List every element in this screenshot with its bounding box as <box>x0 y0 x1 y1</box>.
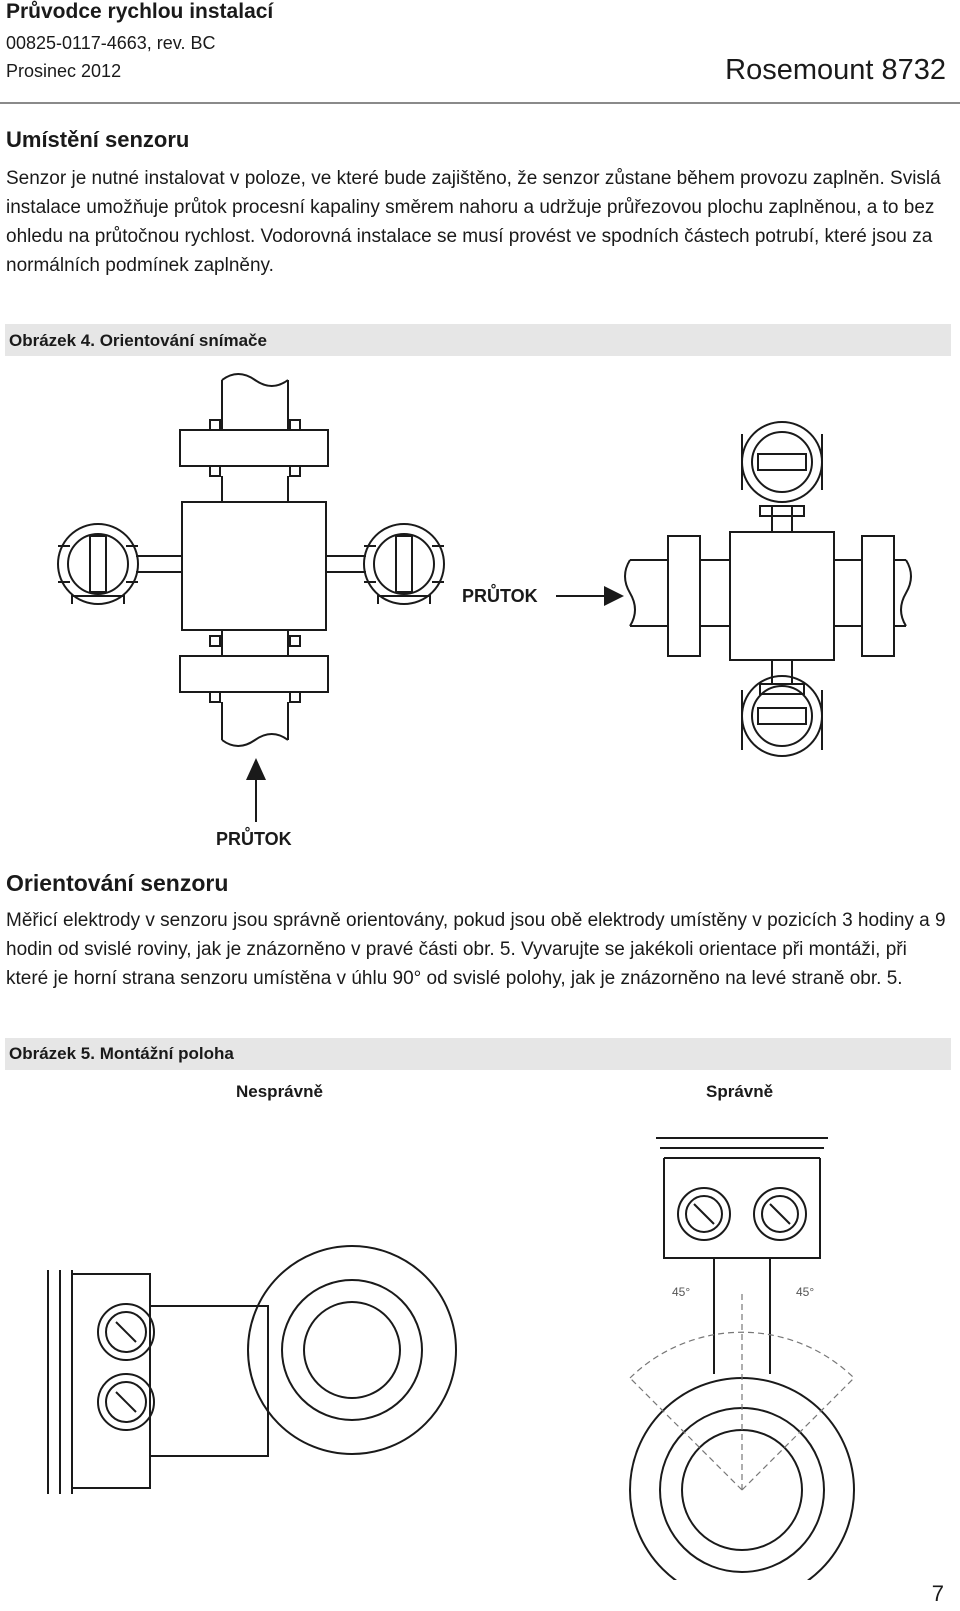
flow-arrow-horizontal <box>556 586 624 606</box>
section-heading-sensor-orientation: Orientování senzoru <box>6 870 229 896</box>
section-paragraph-sensor-location: Senzor je nutné instalovat v poloze, ve … <box>6 168 941 276</box>
figure5-caption-bar <box>5 1038 951 1070</box>
horizontal-installation <box>624 421 912 757</box>
page-number: 7 <box>931 1581 944 1606</box>
section-paragraph-sensor-orientation: Měřicí elektrody v senzoru jsou správně … <box>6 910 946 989</box>
figure5-caption: Obrázek 5. Montážní poloha <box>9 1044 234 1063</box>
figure4-sensor-orientation-drawing <box>57 373 912 822</box>
angle-label-left: 45° <box>672 1285 690 1299</box>
document-date: Prosinec 2012 <box>6 61 122 81</box>
section-heading-sensor-location: Umístění senzoru <box>6 127 190 152</box>
flow-label-horizontal: PRŮTOK <box>462 586 538 606</box>
document-title: Průvodce rychlou instalací <box>6 0 274 23</box>
figure4-caption-bar <box>5 324 951 356</box>
angle-label-right: 45° <box>796 1285 814 1299</box>
flow-arrow-vertical <box>246 758 266 822</box>
document-number: 00825-0117-4663, rev. BC <box>6 33 216 53</box>
label-correct: Správně <box>706 1082 774 1101</box>
flow-label-vertical: PRŮTOK <box>216 829 292 849</box>
correct-mounting <box>629 1137 855 1580</box>
label-incorrect: Nesprávně <box>236 1082 323 1101</box>
figure4-caption: Obrázek 4. Orientování snímače <box>9 331 267 350</box>
vertical-installation <box>57 373 445 747</box>
angle-guides <box>629 1290 855 1491</box>
figure5-mounting-position-drawing: 45° 45° <box>47 1137 855 1580</box>
header-divider <box>0 102 960 104</box>
incorrect-mounting <box>47 1245 457 1494</box>
product-name: Rosemount 8732 <box>725 54 946 86</box>
